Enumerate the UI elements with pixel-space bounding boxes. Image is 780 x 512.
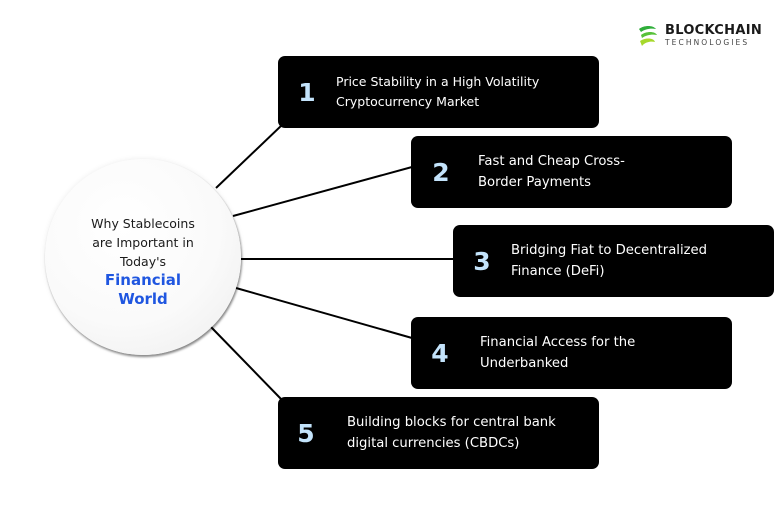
connector-1 xyxy=(215,124,283,189)
brand-tagline: TECHNOLOGIES xyxy=(665,38,750,47)
item-number: 3 xyxy=(473,246,491,276)
item-text: Bridging Fiat to Decentralized Finance (… xyxy=(511,243,708,279)
brand-logo: BLOCKCHAIN TECHNOLOGIES xyxy=(636,24,762,48)
item-number: 5 xyxy=(297,418,315,448)
hub-title: Financial World xyxy=(104,270,182,308)
item-text: Price Stability in a High Volatility Cry… xyxy=(336,74,540,109)
connector-4 xyxy=(235,287,413,339)
hub-subtitle: Why Stablecoins are Important in Today's xyxy=(91,215,195,269)
item-card-5: 5 Building blocks for central bank digit… xyxy=(278,397,599,469)
item-card-3: 3 Bridging Fiat to Decentralized Finance… xyxy=(453,225,774,297)
blockchain-technologies-logo-icon xyxy=(639,26,657,46)
hub-circle: Why Stablecoins are Important in Today's… xyxy=(45,159,241,355)
item-number: 2 xyxy=(432,157,450,187)
connector-2 xyxy=(232,166,413,217)
item-text: Financial Access for the Underbanked xyxy=(480,335,636,371)
item-text: Fast and Cheap Cross-Border Payments xyxy=(478,154,625,190)
item-text: Building blocks for central bank digital… xyxy=(347,415,556,451)
item-card-1: 1 Price Stability in a High Volatility C… xyxy=(278,56,599,128)
item-number: 1 xyxy=(298,77,316,107)
brand-name: BLOCKCHAIN xyxy=(665,23,763,38)
item-card-2: 2 Fast and Cheap Cross-Border Payments xyxy=(411,136,732,208)
item-card-4: 4 Financial Access for the Underbanked xyxy=(411,317,732,389)
connector-5 xyxy=(210,326,283,401)
item-number: 4 xyxy=(431,338,449,368)
